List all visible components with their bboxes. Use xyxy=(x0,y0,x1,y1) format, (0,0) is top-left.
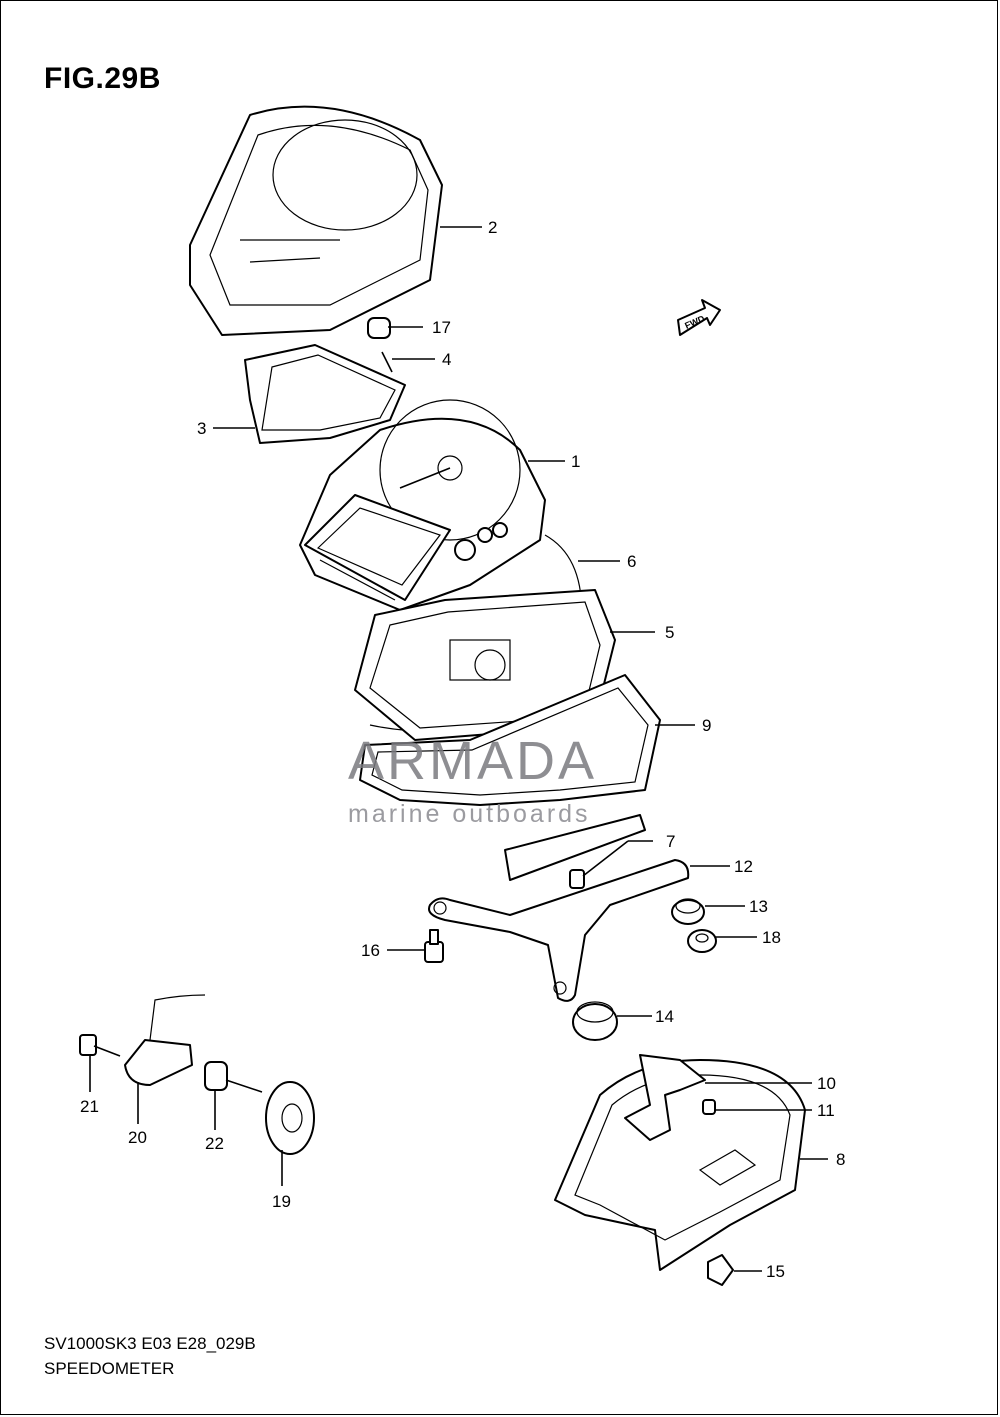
part-10-bracket xyxy=(624,1054,706,1141)
callout-16: 16 xyxy=(361,941,380,960)
part-15-clip xyxy=(707,1254,734,1286)
watermark-tagline: marine outboards xyxy=(348,800,591,828)
callout-6: 6 xyxy=(627,552,636,571)
callout-7: 7 xyxy=(666,832,675,851)
part-4-screw xyxy=(381,351,393,373)
figure-title: FIG.29B xyxy=(44,62,161,95)
callout-17: 17 xyxy=(432,318,451,337)
diagram-name: SPEEDOMETER xyxy=(44,1359,175,1378)
part-20-speed-sensor xyxy=(124,994,206,1086)
part-22-bolt xyxy=(204,1061,263,1093)
part-21-bolt xyxy=(79,1034,121,1057)
leader-lines xyxy=(89,226,828,1272)
part-17-grommet xyxy=(367,317,391,339)
callout-2: 2 xyxy=(488,218,497,237)
callout-20: 20 xyxy=(128,1128,147,1147)
callout-14: 14 xyxy=(655,1007,674,1026)
part-3-lens-panel xyxy=(244,344,406,444)
callout-10: 10 xyxy=(817,1074,836,1093)
callout-22: 22 xyxy=(205,1134,224,1153)
callout-13: 13 xyxy=(749,897,768,916)
callout-11: 11 xyxy=(817,1101,835,1120)
callout-19: 19 xyxy=(272,1192,291,1211)
part-11-screw xyxy=(702,1099,716,1115)
callout-15: 15 xyxy=(766,1262,785,1281)
part-7-bolt xyxy=(569,869,585,889)
fwd-direction-arrow-icon: FWD xyxy=(677,299,721,336)
watermark-brand: ARMADA xyxy=(348,731,598,791)
part-16-bolt xyxy=(424,929,444,963)
part-8-lower-cover xyxy=(554,1059,806,1271)
part-14-cushion xyxy=(572,1001,618,1041)
callout-1: 1 xyxy=(571,452,580,471)
callout-8: 8 xyxy=(836,1150,845,1169)
part-18-collar xyxy=(687,929,717,953)
callout-9: 9 xyxy=(702,716,711,735)
callout-21: 21 xyxy=(80,1097,99,1116)
callout-labels: 1 2 3 4 5 6 7 8 9 10 11 12 13 14 15 16 1… xyxy=(80,218,845,1281)
callout-5: 5 xyxy=(665,623,674,642)
part-9-lower-case xyxy=(359,674,661,806)
callout-4: 4 xyxy=(442,350,451,369)
meter-bracket xyxy=(428,814,690,1002)
part-2-meter-cover xyxy=(189,105,443,336)
callout-3: 3 xyxy=(197,419,206,438)
part-19-rotor xyxy=(265,1081,315,1155)
callout-12: 12 xyxy=(734,857,753,876)
model-code: SV1000SK3 E03 E28_029B xyxy=(44,1334,256,1353)
callout-18: 18 xyxy=(762,928,781,947)
part-1-speedometer xyxy=(299,399,546,611)
part-13-grommet xyxy=(671,898,705,925)
